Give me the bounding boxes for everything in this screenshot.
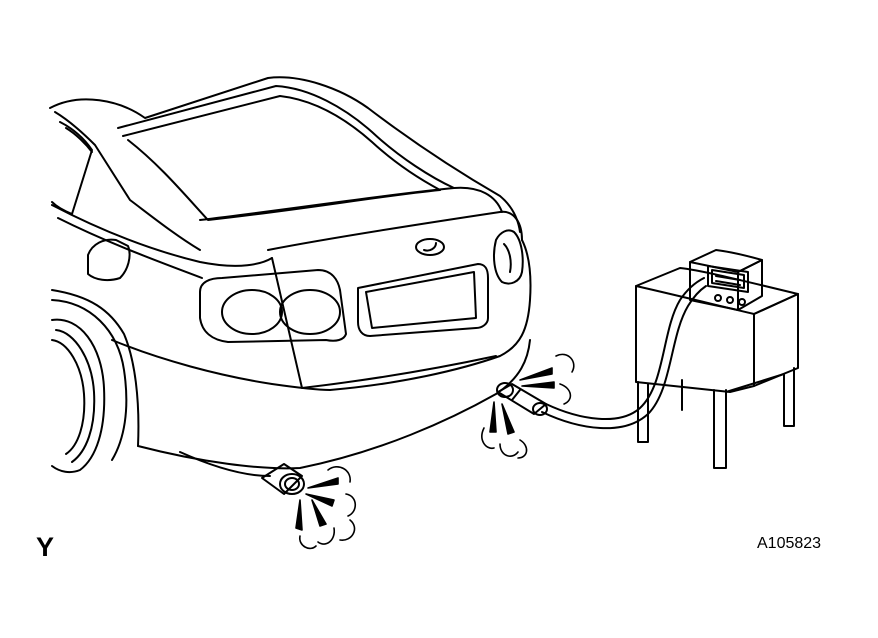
cart-leg-front-left [638, 382, 648, 442]
hose-outer [546, 278, 704, 419]
rear-emblem [416, 239, 444, 255]
license-plate-recess [358, 264, 488, 336]
car-roof-line [50, 77, 520, 232]
bumper-lower-edge [138, 340, 530, 468]
rear-tire-inner [52, 340, 84, 454]
rear-window-outer [118, 86, 454, 188]
left-smoke-curl-4 [318, 528, 334, 544]
probe-end [533, 403, 547, 415]
analyzer-side [738, 260, 762, 310]
tail-lamp-left-lens-2 [280, 290, 340, 334]
rear-wheel-arch [52, 300, 126, 460]
left-exhaust-tailpipe [262, 464, 304, 494]
rear-glass-bottom [128, 140, 440, 220]
analyzer-knob-1[interactable] [715, 295, 721, 301]
right-smoke-curl-1 [556, 354, 574, 372]
body-shoulder-line [52, 205, 272, 266]
left-smoke-curl-1 [328, 467, 350, 482]
side-window-trim [66, 128, 92, 152]
probe-band [512, 390, 520, 400]
cart-leg-front-right [714, 390, 726, 468]
cart-side-face [754, 294, 798, 386]
tailpipe-left-inner [285, 478, 299, 490]
hose-inner [542, 286, 706, 428]
cart-top [636, 268, 798, 314]
tail-lamp-right-lens [504, 244, 511, 272]
rear-tire-outer [52, 320, 104, 472]
tailpipe-left-opening [280, 474, 304, 494]
trunk-lid-top [200, 188, 502, 220]
trunk-rear-panel [268, 212, 522, 250]
cart-front-face [636, 286, 754, 392]
license-plate [366, 272, 476, 328]
analyzer-hose [542, 278, 706, 428]
probe-collar [497, 383, 513, 397]
side-window [52, 122, 92, 214]
cart-shelf-edge [726, 374, 784, 392]
analyzer-display-line-1 [716, 276, 740, 280]
right-smoke-curl-4 [500, 444, 518, 456]
figure-id-label: A105823 [757, 535, 822, 552]
view-letter-label: Y [36, 532, 55, 562]
analyzer-knob-3[interactable] [739, 299, 745, 305]
tail-lamp-left-lens-1 [222, 290, 282, 334]
analyzer-cart [636, 268, 798, 468]
analyzer-display [708, 266, 748, 292]
rear-emblem-mark [424, 243, 436, 251]
right-smoke-curl-5 [518, 440, 527, 458]
analyzer-knob-2[interactable] [727, 297, 733, 303]
right-smoke-curl-2 [560, 384, 570, 404]
left-exhaust-smoke [296, 467, 355, 549]
rear-bumper [112, 240, 531, 390]
left-smoke-curl-2 [346, 494, 355, 516]
c-pillar [55, 112, 200, 250]
left-smoke-puff-3 [296, 500, 302, 530]
rear-window-inner [123, 96, 440, 190]
trunk-lower-edge [272, 258, 496, 388]
left-smoke-puff-1 [308, 478, 338, 488]
analyzer-display-line-2 [716, 281, 740, 285]
left-smoke-puff-2 [306, 494, 334, 506]
right-smoke-puff-1 [520, 368, 552, 380]
tail-lamp-right [494, 230, 523, 283]
tailpipe-left-body [262, 464, 302, 494]
left-smoke-puff-4 [312, 500, 326, 526]
car-rear-view [50, 77, 531, 476]
tail-lamp-left [200, 270, 346, 342]
left-smoke-curl-5 [300, 536, 316, 548]
right-smoke-curl-3 [482, 428, 494, 448]
exhaust-gas-analyzer-unit[interactable] [690, 250, 762, 310]
right-smoke-puff-2 [522, 382, 554, 388]
rear-tire-tread [56, 330, 94, 462]
right-exhaust-smoke [482, 354, 574, 458]
right-smoke-puff-3 [490, 402, 496, 432]
cart-leg-back-right [784, 368, 794, 426]
left-smoke-curl-3 [340, 520, 355, 540]
body-side-lower [52, 290, 138, 446]
fuel-door [88, 240, 130, 280]
right-smoke-puff-4 [502, 404, 514, 434]
body-belt-line [58, 218, 202, 278]
analyzer-display-inner [712, 270, 744, 288]
